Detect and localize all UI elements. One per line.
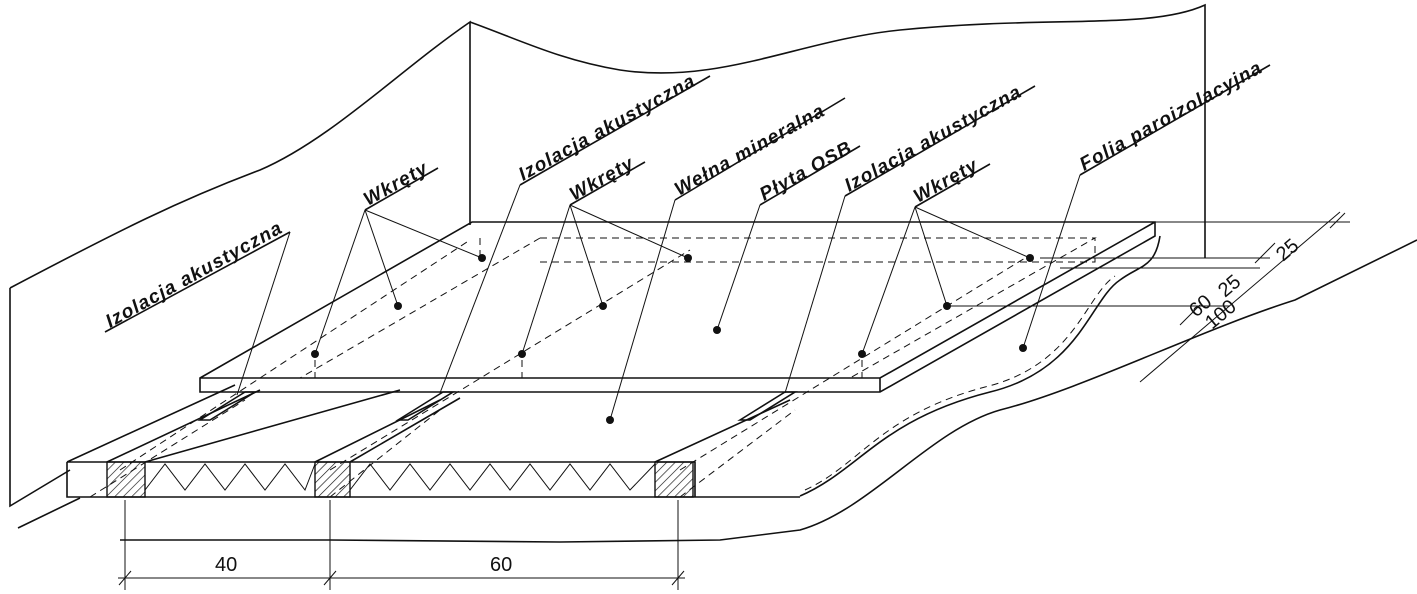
- dim-40: 40: [215, 554, 237, 576]
- insulation-zigzag-right: [349, 463, 656, 491]
- insulation-hidden-lines: [89, 239, 1031, 498]
- osb-board: [199, 221, 1156, 393]
- label-wkrety-right: Wkręty: [910, 155, 982, 208]
- bottom-dimension: [118, 500, 685, 590]
- floor-outline: [17, 239, 1417, 543]
- right-dimension: [950, 211, 1350, 383]
- label-wkrety-mid: Wkręty: [566, 153, 638, 206]
- joist-section-left: [106, 461, 146, 498]
- label-folia: Folia paroizolacyjna: [1076, 57, 1266, 175]
- acoustic-strips: [197, 391, 798, 421]
- wall-outline: [9, 3, 1206, 508]
- osb-hidden-lines: [299, 237, 1097, 379]
- vapour-barrier-inner: [804, 275, 1116, 491]
- label-underlines: [104, 64, 1271, 333]
- dim-60: 60: [490, 554, 512, 576]
- joist-section-right: [654, 461, 694, 498]
- label-wkrety-left: Wkręty: [360, 158, 432, 211]
- joist-layer: [66, 384, 800, 498]
- vapour-barrier: [799, 235, 1161, 497]
- label-izolacja-left: Izolacja akustyczna: [102, 217, 286, 332]
- label-welna: Wełna mineralna: [671, 100, 829, 200]
- insulation-zigzag-left: [144, 463, 316, 492]
- marker-dots: [311, 254, 1034, 424]
- leader-lines: [236, 174, 1081, 421]
- joist-section-mid: [314, 461, 351, 498]
- dim-25-top: 25: [1272, 235, 1303, 266]
